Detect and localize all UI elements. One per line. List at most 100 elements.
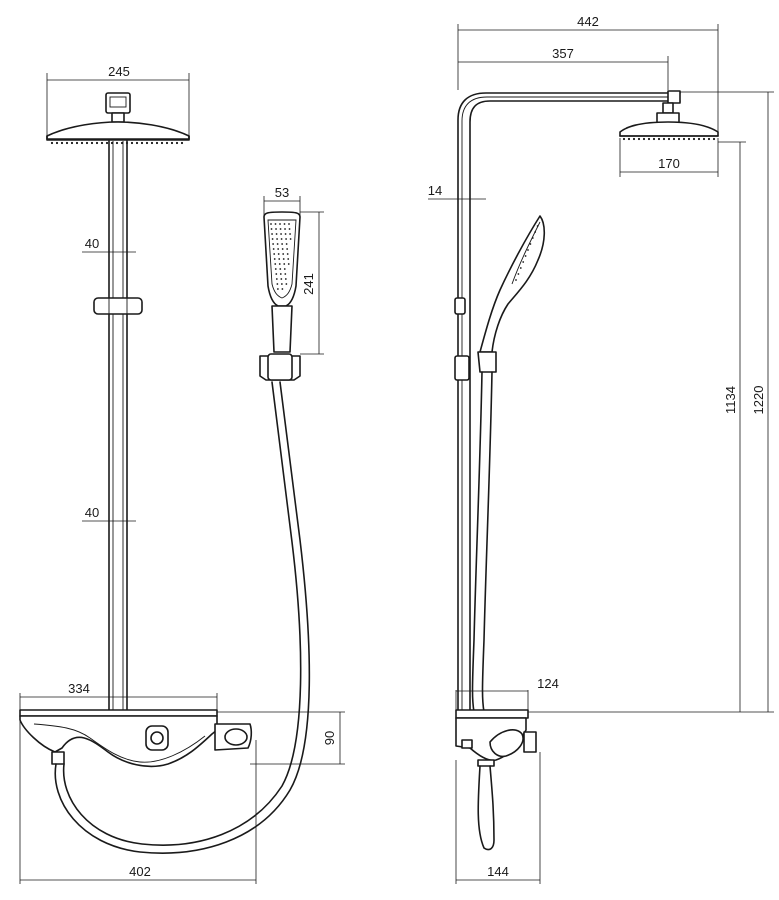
nozzle-dot [278, 258, 281, 260]
nozzle-dot [687, 137, 691, 141]
nozzle-dot [632, 137, 636, 141]
dim-mixer-height-label: 90 [322, 731, 337, 745]
nozzle-dot [274, 268, 277, 270]
dim-height-to-head-label: 1134 [723, 386, 738, 414]
nozzle-dot [288, 223, 290, 225]
nozzle-dot [283, 263, 286, 265]
nozzle-dot [175, 141, 179, 145]
front-hose [54, 381, 311, 854]
nozzle-dot [279, 223, 281, 225]
nozzle-dot [276, 288, 279, 290]
nozzle-dot [672, 137, 676, 141]
dim-shelf-width-label: 334 [68, 681, 90, 696]
nozzle-dot [529, 243, 532, 245]
front-dimension-lines [19, 73, 345, 884]
nozzle-dot [275, 278, 278, 280]
nozzle-dot [284, 273, 287, 275]
side-view: 442 357 14 170 124 144 1134 1220 [428, 14, 774, 884]
dim-wall-offset-label: 14 [428, 183, 442, 198]
nozzle-dot [280, 278, 283, 280]
front-view: 245 40 40 334 90 402 53 241 [19, 64, 345, 884]
nozzle-dot [135, 141, 139, 145]
nozzle-dot [100, 141, 104, 145]
front-riser-pipe [108, 140, 128, 711]
nozzle-dot [275, 228, 277, 230]
side-mixer-body [455, 709, 537, 851]
nozzle-dot [165, 141, 169, 145]
nozzle-dot [702, 137, 706, 141]
nozzle-dot [282, 258, 285, 260]
dim-arm-projection-label: 357 [552, 46, 574, 61]
nozzle-dot [60, 141, 64, 145]
nozzle-dot [677, 137, 681, 141]
nozzle-dot [285, 283, 288, 285]
nozzle-dot [281, 243, 284, 245]
dim-head-width-label: 245 [108, 64, 130, 79]
nozzle-dot [662, 137, 666, 141]
nozzle-dot [140, 141, 144, 145]
nozzle-dot [281, 288, 284, 290]
nozzle-dot [284, 228, 286, 230]
nozzle-dot [80, 141, 84, 145]
dim-hand-width-label: 53 [275, 185, 289, 200]
nozzle-dot [519, 267, 522, 269]
side-hose [471, 371, 493, 713]
nozzle-dot [170, 141, 174, 145]
nozzle-dot [90, 141, 94, 145]
nozzle-dot [272, 243, 275, 245]
nozzle-dot [515, 279, 517, 281]
nozzle-dot [280, 233, 282, 235]
nozzle-dot [276, 243, 279, 245]
nozzle-dot [275, 273, 278, 275]
nozzle-dot [657, 137, 661, 141]
nozzle-dot [276, 238, 278, 240]
nozzle-dot [652, 137, 656, 141]
nozzle-dot [95, 141, 99, 145]
side-dimension-lines [428, 24, 774, 884]
nozzle-dot [283, 268, 286, 270]
nozzle-dot [524, 255, 527, 257]
nozzle-dot [712, 137, 716, 141]
nozzle-dot [145, 141, 149, 145]
nozzle-dot [273, 258, 276, 260]
side-riser-and-arm [457, 90, 681, 711]
nozzle-dot [85, 141, 89, 145]
nozzle-dot [517, 273, 520, 275]
nozzle-dot [282, 253, 285, 255]
dim-mixer-width-label: 402 [129, 864, 151, 879]
nozzle-dot [273, 253, 276, 255]
nozzle-dot [286, 248, 289, 250]
nozzle-dot [527, 249, 529, 251]
nozzle-dot [697, 137, 701, 141]
nozzle-dot [536, 225, 539, 227]
nozzle-dot [279, 228, 282, 230]
nozzle-dot [667, 137, 671, 141]
nozzle-dot [65, 141, 69, 145]
nozzle-dot [270, 228, 273, 230]
nozzle-dot [274, 263, 277, 265]
nozzle-dot [70, 141, 74, 145]
nozzle-dot [278, 263, 281, 265]
nozzle-dot [627, 137, 631, 141]
dim-bracket-lower-label: 40 [85, 505, 99, 520]
nozzle-dot [284, 233, 287, 235]
nozzle-dot [280, 283, 283, 285]
front-head-nozzles [50, 141, 184, 145]
front-shower-head [46, 92, 190, 141]
nozzle-dot [642, 137, 646, 141]
front-mixer-body [19, 709, 253, 768]
dim-bracket-upper-label: 40 [85, 236, 99, 251]
nozzle-dot [287, 263, 290, 265]
nozzle-dot [647, 137, 651, 141]
dim-total-projection-label: 442 [577, 14, 599, 29]
side-slider-bracket [454, 355, 470, 381]
nozzle-dot [279, 268, 282, 270]
nozzle-dot [682, 137, 686, 141]
nozzle-dot [272, 248, 275, 250]
nozzle-dot [286, 253, 289, 255]
nozzle-dot [289, 233, 291, 235]
nozzle-dot [55, 141, 59, 145]
nozzle-dot [277, 253, 280, 255]
nozzle-dot [50, 141, 54, 145]
